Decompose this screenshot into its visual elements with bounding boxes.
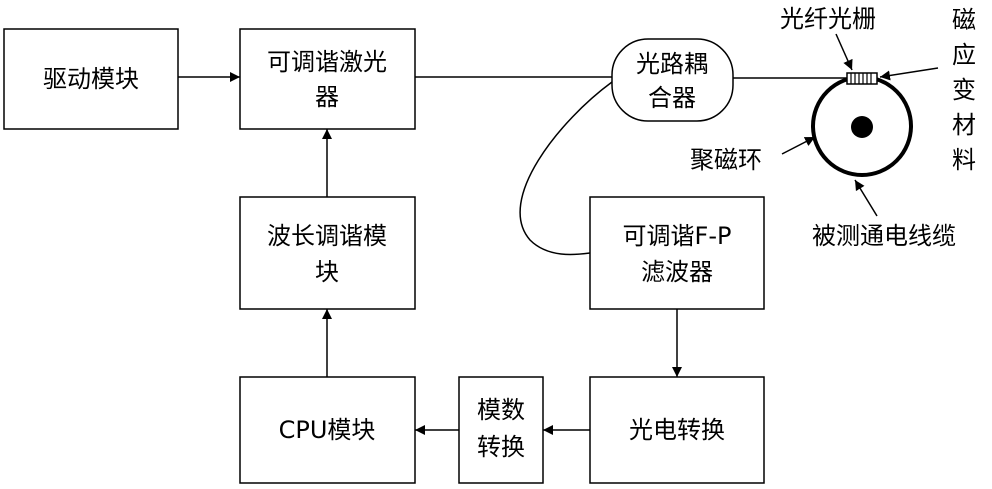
optical-coupler-label-line2: 合器: [648, 84, 696, 112]
tunable-laser-label-line2: 器: [315, 83, 339, 111]
wavelength-tuning-box: [239, 196, 416, 310]
pointer-magnetostrictive: [879, 67, 939, 81]
magnetostrictive-label-5: 料: [952, 146, 976, 174]
adc-label-line1: 模数: [477, 396, 525, 424]
fp-filter-label-line1: 可调谐F-P: [623, 222, 732, 250]
cable-core-icon: [851, 116, 873, 138]
drive-module-label: 驱动模块: [43, 65, 139, 93]
tunable-laser-box: [239, 28, 416, 130]
wavelength-tuning-label-line2: 块: [315, 258, 339, 286]
drive-module-box: [3, 28, 179, 130]
fp-filter-box: [589, 196, 765, 310]
ring-label: 聚磁环: [690, 146, 762, 174]
magnetostrictive-label-1: 磁: [952, 6, 976, 34]
grating-label: 光纤光栅: [780, 5, 876, 33]
cpu-module-box: [239, 376, 416, 484]
magnetostrictive-label-3: 变: [952, 76, 976, 104]
optical-coupler-label-line1: 光路耦: [636, 50, 708, 78]
magnetostrictive-label-4: 材: [952, 111, 976, 139]
pointer-grating: [835, 33, 853, 71]
pointer-ring: [781, 136, 816, 155]
adc-label-line2: 转换: [477, 433, 525, 461]
fiber-grating-icon: [846, 72, 878, 85]
cable-label: 被测通电线缆: [812, 222, 956, 250]
adc-box: [458, 376, 544, 484]
optical-coupler-box: [611, 38, 734, 122]
tunable-laser-label-line1: 可调谐激光: [267, 48, 387, 76]
magnetostrictive-label-2: 应: [952, 41, 976, 69]
fp-filter-label-line2: 滤波器: [641, 258, 713, 286]
photoelectric-label: 光电转换: [629, 416, 725, 444]
fiber-coupler-to-fp: [519, 81, 613, 256]
pointer-cable: [854, 179, 878, 217]
cpu-module-label: CPU模块: [279, 416, 376, 444]
wavelength-tuning-label-line1: 波长调谐模: [267, 222, 387, 250]
